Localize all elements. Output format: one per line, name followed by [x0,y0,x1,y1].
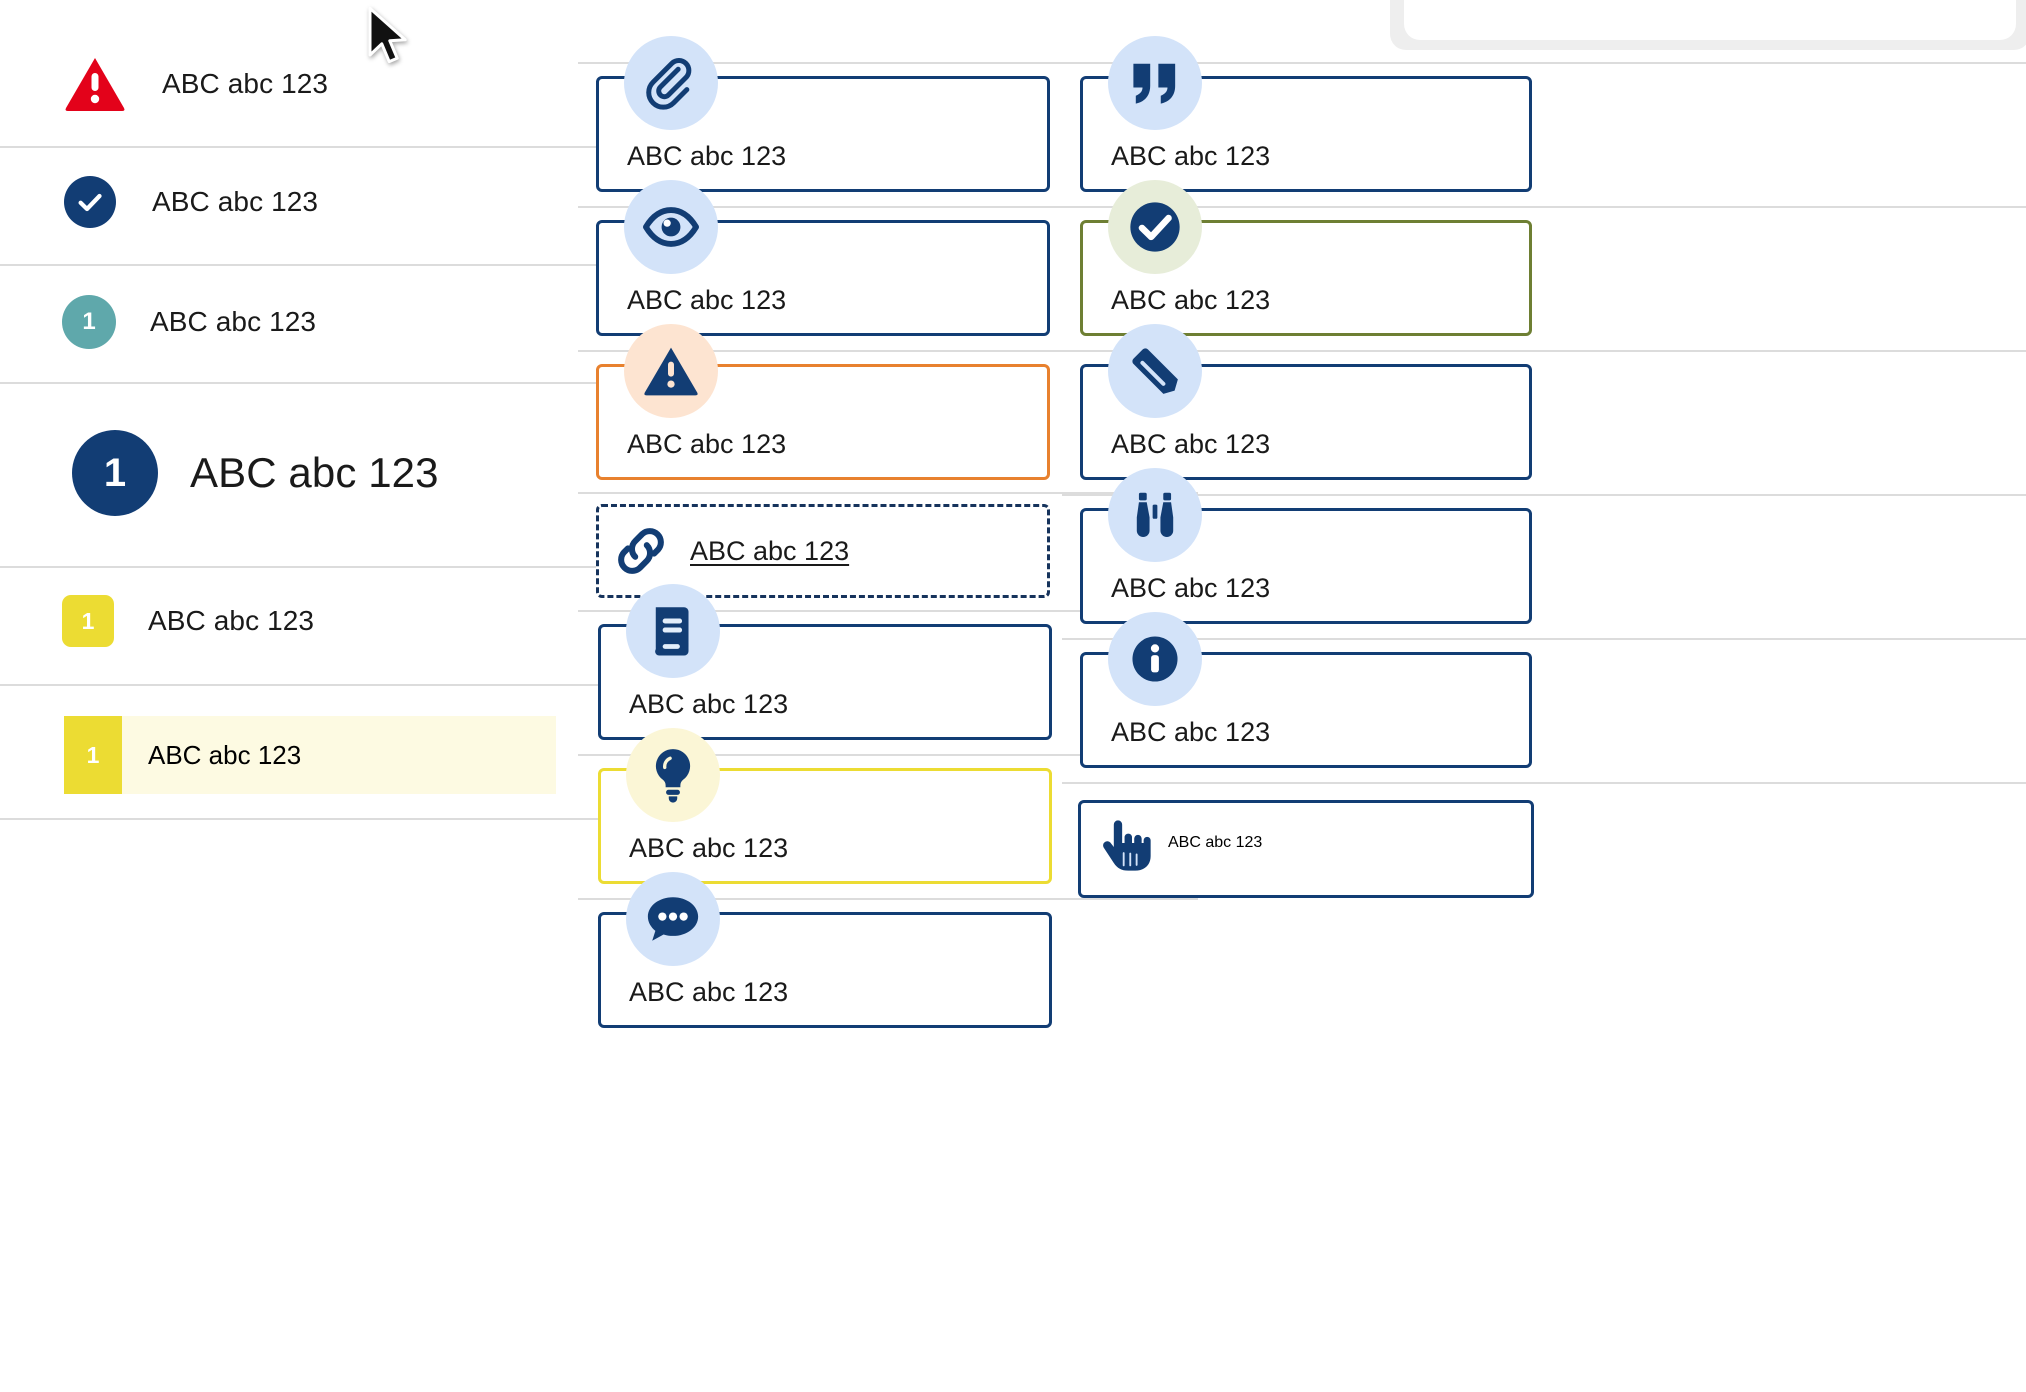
card-link[interactable] [596,504,1050,598]
list-item-selected[interactable]: 1 ABC abc 123 [64,716,556,794]
divider [1062,638,2026,640]
divider [578,492,1198,494]
card-label: ABC abc 123 [1111,141,1271,171]
card-label: ABC abc 123 [1111,285,1271,315]
divider [0,146,752,148]
check-circle-icon [1108,180,1202,274]
card-label: ABC abc 123 [627,285,787,315]
card-label: ABC abc 123 [629,833,789,863]
list-item-numbered-yellow[interactable]: 1 ABC abc 123 [62,595,314,647]
divider [0,684,752,686]
card-label: ABC abc 123 [629,689,789,719]
binoculars-icon [1108,468,1202,562]
card-warning[interactable]: ABC abc 123 [596,364,1050,480]
warning-triangle-icon [64,56,126,112]
list-item-numbered-large[interactable]: 1 ABC abc 123 [72,430,439,516]
card-label: ABC abc 123 [1111,573,1271,603]
list-item-numbered-teal[interactable]: 1 ABC abc 123 [62,295,316,349]
list-item-label: ABC abc 123 [162,68,329,99]
number-badge: 1 [64,716,122,794]
card-action[interactable] [1078,800,1534,898]
divider [578,62,1198,64]
divider [578,754,1198,756]
list-item-label: ABC abc 123 [148,605,315,636]
check-circle-icon [64,176,116,228]
divider [1062,782,2026,784]
list-item-check[interactable]: ABC abc 123 [64,176,318,228]
list-item-label: ABC abc 123 [148,739,302,770]
divider [1062,62,2026,64]
divider [0,264,752,266]
info-circle-icon [1108,612,1202,706]
divider [578,610,1198,612]
eye-icon [624,180,718,274]
card-label: ABC abc 123 [627,141,787,171]
card-label: ABC abc 123 [1111,717,1271,747]
divider [578,898,1198,900]
divider [1062,494,2026,496]
mouse-pointer-icon [366,6,414,68]
divider [578,350,1198,352]
comment-bubble-icon [626,872,720,966]
list-item-warning[interactable]: ABC abc 123 [64,56,328,112]
list-item-label: ABC abc 123 [150,306,317,337]
lightbulb-icon [626,728,720,822]
paperclip-icon [624,36,718,130]
badge-number: 1 [103,450,127,495]
list-item-label: ABC abc 123 [152,186,319,217]
left-list-column: ABC abc 123 ABC abc 123 1 ABC abc 123 1 … [0,0,752,1392]
warning-triangle-icon [624,324,718,418]
divider [0,566,752,568]
card-label: ABC abc 123 [629,977,789,1007]
badge-number: 1 [82,308,96,335]
divider [0,382,752,384]
divider [578,206,1198,208]
top-panel-surface [1404,0,2016,40]
pencil-icon [1108,324,1202,418]
card-link-label[interactable]: ABC abc 123 [690,536,850,566]
pointing-hand-icon [1100,818,1152,878]
card-label: ABC abc 123 [627,429,787,459]
number-badge: 1 [72,430,158,516]
card-label: ABC abc 123 [1111,429,1271,459]
card-label: ABC abc 123 [1168,834,1263,851]
badge-number: 1 [86,741,100,768]
badge-number: 1 [81,607,95,634]
divider [0,818,752,820]
list-item-label: ABC abc 123 [190,449,439,496]
divider [1062,206,2026,208]
quote-icon [1108,36,1202,130]
link-icon [612,522,670,580]
book-icon [626,584,720,678]
number-badge: 1 [62,295,116,349]
divider [1062,350,2026,352]
number-badge: 1 [62,595,114,647]
